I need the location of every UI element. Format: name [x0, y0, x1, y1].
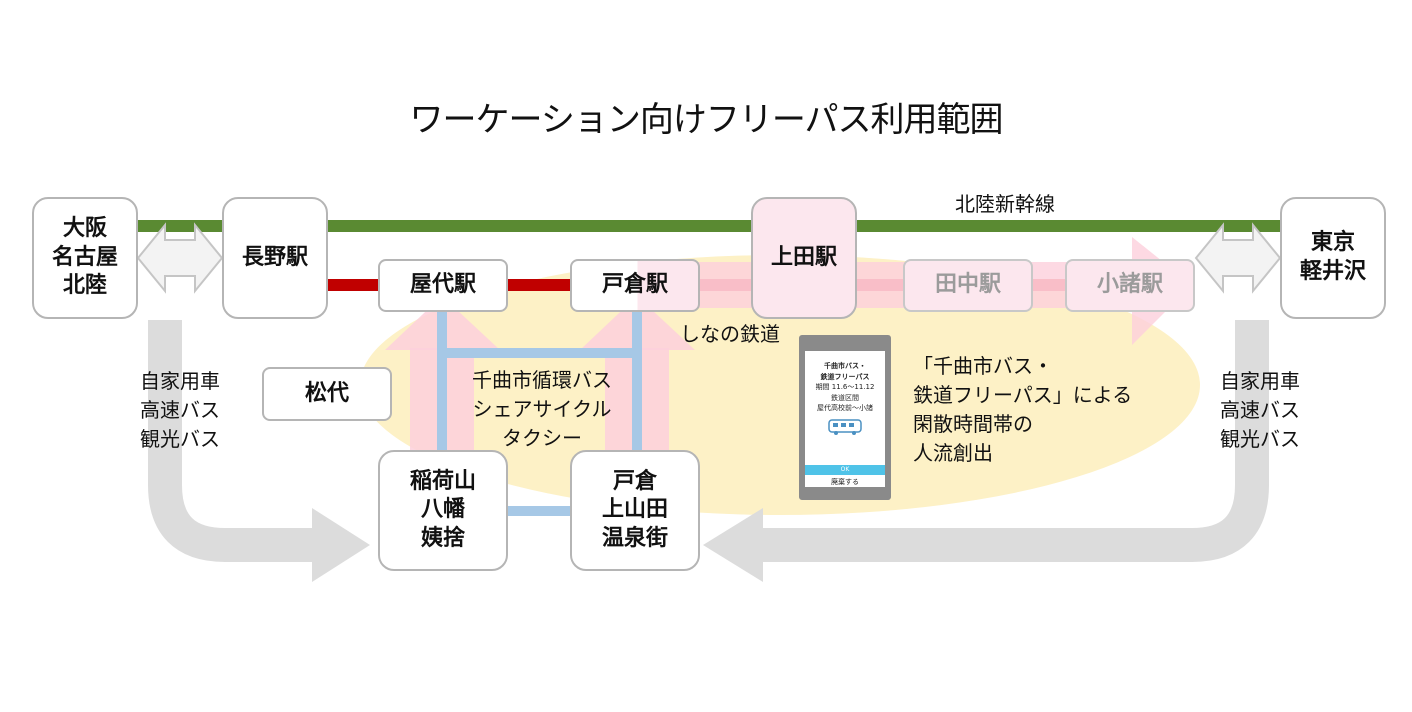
station-togura: 戸倉駅 [570, 259, 700, 312]
station-komoro: 小諸駅 [1065, 259, 1195, 312]
pass-phone-image: 千曲市バス・ 鉄道フリーパス 期間 11.6〜11.12 鉄道区間 屋代高校前〜… [799, 335, 891, 500]
station-ueda: 上田駅 [751, 197, 857, 319]
right-access-arrowhead [703, 508, 763, 582]
right-access-label: 自家用車 高速バス 観光バス [1200, 367, 1320, 454]
pass-description: 「千曲市バス・ 鉄道フリーパス」による 閑散時間帯の 人流創出 [913, 352, 1143, 468]
station-yashiro: 屋代駅 [378, 259, 508, 312]
phone-line-5: 屋代高校前〜小諸 [805, 403, 885, 414]
phone-line-3: 期間 11.6〜11.12 [805, 382, 885, 393]
phone-ok-label: OK [805, 465, 885, 475]
left-access-label: 自家用車 高速バス 観光バス [120, 367, 240, 454]
area-matsushiro: 松代 [262, 367, 392, 421]
station-osaka: 大阪 名古屋 北陸 [32, 197, 138, 319]
shinano-label: しなの鉄道 [665, 320, 795, 349]
phone-line-1: 千曲市バス・ [805, 361, 885, 372]
phone-discard-button: 廃棄する [805, 477, 885, 487]
phone-line-2: 鉄道フリーパス [805, 372, 885, 383]
phone-line-4: 鉄道区間 [805, 393, 885, 404]
left-access-arrowhead [312, 508, 370, 582]
right-transfer-arrow [1196, 225, 1280, 291]
area-inariyama: 稲荷山 八幡 姨捨 [378, 450, 508, 571]
station-nagano: 長野駅 [222, 197, 328, 319]
phone-ok-bar: OK [805, 465, 885, 475]
station-tokyo: 東京 軽井沢 [1280, 197, 1386, 319]
bus-icon [827, 418, 863, 436]
left-transfer-arrow [138, 225, 222, 291]
shinkansen-label: 北陸新幹線 [930, 190, 1080, 219]
station-tanaka: 田中駅 [903, 259, 1033, 312]
area-togura-onsen: 戸倉 上山田 温泉街 [570, 450, 700, 571]
local-transport-label: 千曲市循環バス シェアサイクル タクシー [452, 366, 632, 453]
